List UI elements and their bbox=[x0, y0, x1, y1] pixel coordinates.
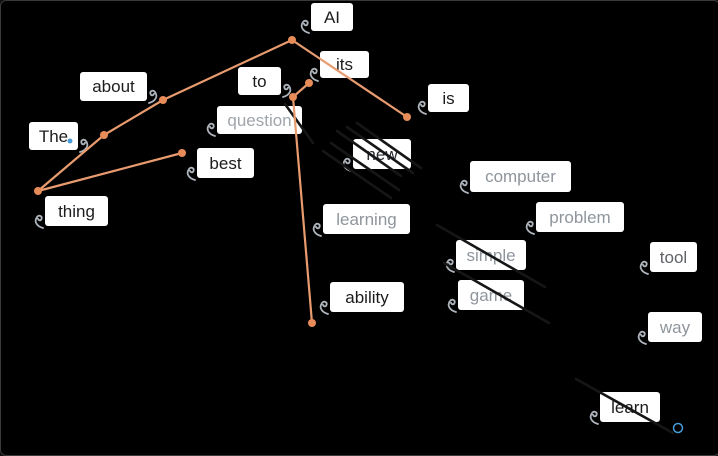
word-label: to bbox=[252, 71, 267, 91]
connector-handle-icon[interactable] bbox=[204, 121, 217, 138]
connector-handle-icon[interactable] bbox=[340, 156, 353, 172]
path-vertex-dot[interactable] bbox=[159, 96, 167, 104]
word-label: new bbox=[366, 144, 398, 164]
connector-handle-icon[interactable] bbox=[523, 219, 536, 235]
word-chip-ai[interactable]: AI bbox=[300, 3, 353, 35]
path-vertex-dot[interactable] bbox=[308, 319, 316, 327]
word-chip-simple[interactable]: simple bbox=[445, 240, 526, 273]
word-label: ability bbox=[345, 287, 389, 307]
word-chip-tool[interactable]: tool bbox=[639, 242, 697, 275]
word-chip-thing[interactable]: thing bbox=[34, 196, 108, 229]
word-chip-way[interactable]: way bbox=[637, 312, 702, 345]
endpoint-circle bbox=[672, 422, 684, 434]
word-chip-learn[interactable]: learn bbox=[589, 392, 660, 425]
word-label: way bbox=[659, 317, 691, 337]
word-label: question bbox=[227, 110, 292, 130]
word-label: simple bbox=[466, 245, 516, 265]
word-chip-game[interactable]: game bbox=[447, 280, 524, 313]
path-vertex-dot[interactable] bbox=[100, 131, 108, 139]
word-chip-computer[interactable]: computer bbox=[459, 161, 571, 194]
connector-handle-icon[interactable] bbox=[457, 178, 470, 194]
word-chip-is[interactable]: is bbox=[417, 84, 469, 116]
word-label: learning bbox=[336, 209, 397, 229]
word-chip-problem[interactable]: problem bbox=[525, 202, 624, 235]
word-label: tool bbox=[659, 247, 688, 267]
selected-path-edge bbox=[102, 98, 165, 137]
word-chip-best[interactable]: best bbox=[186, 148, 254, 181]
word-label: best bbox=[209, 153, 242, 173]
connector-handle-icon[interactable] bbox=[281, 82, 294, 99]
selected-path-edge bbox=[291, 81, 311, 99]
connector-handle-icon[interactable] bbox=[298, 18, 311, 35]
word-chip-to[interactable]: to bbox=[238, 67, 292, 99]
word-chip-new[interactable]: new bbox=[342, 139, 411, 172]
connector-handle-icon[interactable] bbox=[32, 213, 45, 229]
path-vertex-dot[interactable] bbox=[34, 187, 42, 195]
connector-handle-icon[interactable] bbox=[415, 99, 428, 116]
connector-handle-icon[interactable] bbox=[78, 137, 91, 154]
connector-handle-icon[interactable] bbox=[310, 221, 323, 237]
word-label: about bbox=[92, 77, 135, 96]
connector-handle-icon[interactable] bbox=[445, 297, 458, 313]
word-label: problem bbox=[549, 207, 611, 227]
path-vertex-dot[interactable] bbox=[288, 36, 296, 44]
word-label: learn bbox=[611, 397, 649, 417]
path-vertex-dot[interactable] bbox=[403, 113, 411, 121]
word-chip-the[interactable]: The bbox=[29, 122, 89, 154]
connector-handle-icon[interactable] bbox=[184, 165, 197, 181]
word-chip-ability[interactable]: ability bbox=[319, 282, 404, 315]
connector-handle-icon[interactable] bbox=[587, 409, 600, 425]
word-label: computer bbox=[485, 167, 556, 186]
word-label: AI bbox=[323, 7, 341, 27]
connector-handle-icon[interactable] bbox=[147, 88, 160, 104]
connector-handle-icon[interactable] bbox=[635, 329, 648, 345]
word-label: The bbox=[38, 126, 69, 146]
connector-handle-icon[interactable] bbox=[317, 299, 330, 315]
word-chip-about[interactable]: about bbox=[80, 72, 158, 104]
word-chip-its[interactable]: its bbox=[309, 51, 369, 82]
word-label: game bbox=[469, 285, 513, 305]
word-label: thing bbox=[58, 201, 95, 221]
connector-handle-icon[interactable] bbox=[307, 66, 320, 82]
word-label: its bbox=[336, 55, 353, 74]
word-label: is bbox=[442, 88, 455, 108]
selected-path-edge bbox=[36, 151, 184, 193]
connector-handle-icon[interactable] bbox=[443, 257, 456, 273]
word-chip-question[interactable]: question bbox=[206, 106, 302, 138]
path-vertex-dot[interactable] bbox=[178, 149, 186, 157]
word-chip-learning[interactable]: learning bbox=[312, 204, 410, 237]
connector-handle-icon[interactable] bbox=[637, 259, 650, 275]
